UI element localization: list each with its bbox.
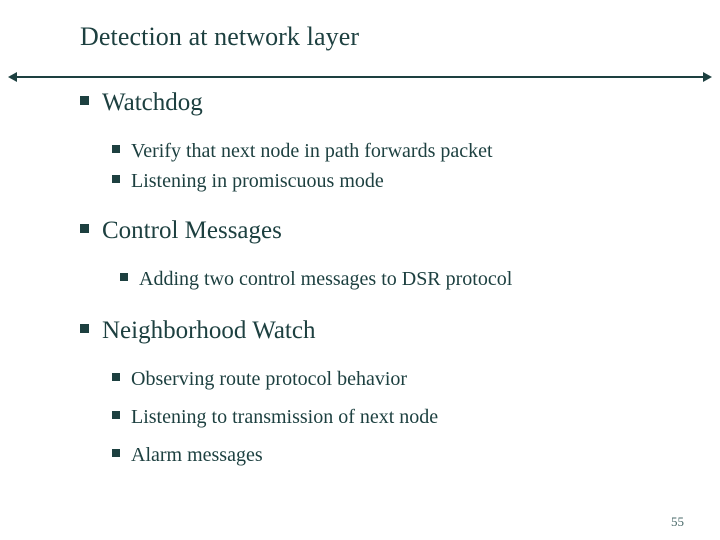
square-bullet-icon <box>112 175 120 183</box>
square-bullet-icon <box>80 324 89 333</box>
bullet-level1: Control Messages <box>80 214 720 248</box>
bullet-level3: Adding two control messages to DSR proto… <box>120 264 720 294</box>
page-number: 55 <box>671 514 684 529</box>
square-bullet-icon <box>112 411 120 419</box>
slide-body: Watchdog Verify that next node in path f… <box>0 86 720 470</box>
spacer <box>0 196 720 214</box>
bullet-level2: Alarm messages <box>112 440 720 470</box>
bullet-text: Listening in promiscuous mode <box>131 170 384 192</box>
bullet-text: Control Messages <box>102 217 282 244</box>
spacer <box>0 350 720 364</box>
bullet-text: Verify that next node in path forwards p… <box>131 140 493 162</box>
spacer <box>0 250 720 264</box>
bullet-text: Alarm messages <box>131 444 263 466</box>
bullet-level2: Listening to transmission of next node <box>112 402 720 432</box>
arrow-left-icon <box>8 72 17 82</box>
arrow-right-icon <box>703 72 712 82</box>
bullet-level2: Verify that next node in path forwards p… <box>112 136 720 166</box>
bullet-level2: Listening in promiscuous mode <box>112 166 720 196</box>
bullet-level1: Neighborhood Watch <box>80 314 720 348</box>
bullet-text: Watchdog <box>102 89 203 116</box>
bullet-text: Neighborhood Watch <box>102 317 316 344</box>
bullet-level2: Observing route protocol behavior <box>112 364 720 394</box>
square-bullet-icon <box>112 449 120 457</box>
square-bullet-icon <box>112 145 120 153</box>
title-divider-rule <box>8 72 712 82</box>
bullet-text: Adding two control messages to DSR proto… <box>139 268 513 290</box>
page-title: Detection at network layer <box>80 22 360 51</box>
spacer <box>0 294 720 314</box>
square-bullet-icon <box>120 273 128 281</box>
square-bullet-icon <box>80 96 89 105</box>
bullet-text: Observing route protocol behavior <box>131 368 408 390</box>
spacer <box>0 122 720 136</box>
square-bullet-icon <box>80 224 89 233</box>
bullet-text: Listening to transmission of next node <box>131 406 439 428</box>
divider-line <box>16 76 704 78</box>
bullet-level1: Watchdog <box>80 86 720 120</box>
square-bullet-icon <box>112 373 120 381</box>
